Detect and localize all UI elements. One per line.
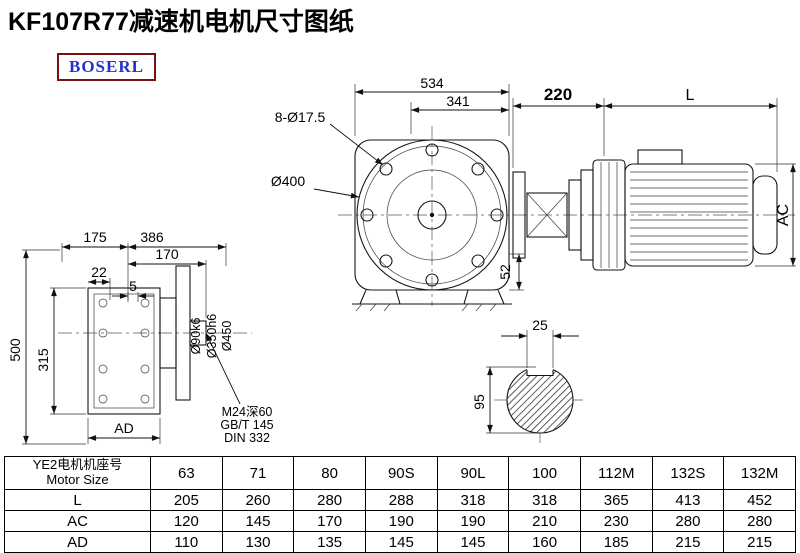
dim-175: 175 bbox=[83, 229, 107, 245]
size-col-header: 112M bbox=[579, 456, 653, 490]
brand-logo: BOSERL bbox=[57, 53, 156, 81]
table-row-L: L 205 260 280 288 318 318 365 413 452 bbox=[4, 489, 796, 511]
dim-value: 120 bbox=[150, 510, 223, 532]
dim-value: 130 bbox=[221, 531, 295, 553]
dim-386: 386 bbox=[140, 229, 164, 245]
dim-value: 110 bbox=[150, 531, 223, 553]
dim-value: 145 bbox=[221, 510, 295, 532]
table-row-AD: AD 110 130 135 145 145 160 185 215 215 bbox=[4, 531, 796, 553]
gearbox-body bbox=[87, 287, 161, 415]
dim-value: 215 bbox=[723, 531, 796, 553]
page-title: KF107R77减速机电机尺寸图纸 bbox=[8, 8, 354, 36]
dim-value: 318 bbox=[508, 489, 581, 511]
dim-value: 160 bbox=[508, 531, 581, 553]
table-row-AC: AC 120 145 170 190 190 210 230 280 280 bbox=[4, 510, 796, 532]
dim-5: 5 bbox=[129, 278, 137, 294]
flange-circle bbox=[356, 139, 508, 291]
dim-row-label: L bbox=[4, 489, 151, 511]
size-col-header: 80 bbox=[293, 456, 366, 490]
dim-value: 230 bbox=[579, 510, 653, 532]
dim-key-width: 25 bbox=[532, 317, 548, 333]
dim-flange-od: Ø450 bbox=[220, 321, 234, 352]
dim-motor-height: AC bbox=[775, 204, 792, 226]
dim-value: 185 bbox=[579, 531, 653, 553]
dim-value: 145 bbox=[364, 531, 438, 553]
standard-din: DIN 332 bbox=[224, 431, 270, 445]
dim-row-label: AC bbox=[4, 510, 151, 532]
dim-value: 135 bbox=[293, 531, 366, 553]
size-col-header: 90L bbox=[436, 456, 510, 490]
keyway bbox=[526, 370, 554, 377]
size-col-header: 63 bbox=[150, 456, 223, 490]
side-dimensions: 175 386 170 22 5 500 315 AD Ø90k6 bbox=[7, 229, 274, 445]
dim-170: 170 bbox=[155, 246, 179, 262]
dim-value: 190 bbox=[436, 510, 510, 532]
dim-front-inner: 341 bbox=[446, 93, 470, 109]
dim-shaft-dia: Ø90k6 bbox=[189, 318, 203, 355]
dim-front-total: 534 bbox=[420, 75, 444, 91]
dim-value: 145 bbox=[436, 531, 510, 553]
dim-value: 280 bbox=[651, 510, 725, 532]
size-col-header: 71 bbox=[221, 456, 295, 490]
motor-dimensions: 220 L AC bbox=[512, 85, 796, 267]
dim-value: 365 bbox=[579, 489, 653, 511]
size-col-header: 100 bbox=[508, 456, 581, 490]
dim-ad: AD bbox=[114, 420, 133, 436]
motor-view bbox=[512, 149, 778, 271]
dim-value: 170 bbox=[293, 510, 366, 532]
motor-size-header-en: Motor Size bbox=[46, 472, 109, 487]
size-col-header: 90S bbox=[364, 456, 438, 490]
dim-value: 190 bbox=[364, 510, 438, 532]
standard-gb: GB/T 145 bbox=[220, 418, 273, 432]
fan-cover bbox=[752, 175, 778, 255]
dim-value: 280 bbox=[293, 489, 366, 511]
dim-22: 22 bbox=[91, 264, 107, 280]
dim-adapter-length: 220 bbox=[544, 85, 572, 104]
dim-section-height: 95 bbox=[471, 394, 487, 410]
shaft-section-circle bbox=[506, 366, 574, 434]
dim-value: 260 bbox=[221, 489, 295, 511]
size-col-header: 132M bbox=[723, 456, 796, 490]
dim-row-label: AD bbox=[4, 531, 151, 553]
dim-value: 452 bbox=[723, 489, 796, 511]
coupling-box bbox=[526, 192, 568, 238]
dim-value: 280 bbox=[723, 510, 796, 532]
tap-hole-note: M24深60 bbox=[222, 405, 273, 419]
dim-value: 215 bbox=[651, 531, 725, 553]
center-lines bbox=[58, 126, 795, 446]
dim-bolt-holes: 8-Ø17.5 bbox=[275, 109, 326, 125]
motor-size-table: YE2电机机座号 Motor Size 63 71 80 90S 90L 100… bbox=[4, 456, 796, 553]
dim-value: 205 bbox=[150, 489, 223, 511]
dim-foot: 52 bbox=[497, 264, 513, 280]
motor-size-header-cn: YE2电机机座号 bbox=[32, 457, 123, 473]
motor-size-header-cell: YE2电机机座号 Motor Size bbox=[4, 456, 151, 490]
dim-flange-dia: Ø400 bbox=[271, 173, 305, 189]
terminal-box bbox=[637, 149, 683, 165]
dim-motor-length: L bbox=[686, 87, 695, 104]
front-view bbox=[352, 139, 512, 312]
front-dimensions: 534 341 8-Ø17.5 Ø400 52 bbox=[271, 75, 524, 291]
table-header-row: YE2电机机座号 Motor Size 63 71 80 90S 90L 100… bbox=[4, 456, 796, 490]
dim-315: 315 bbox=[35, 348, 51, 372]
dim-value: 318 bbox=[436, 489, 510, 511]
dim-value: 413 bbox=[651, 489, 725, 511]
shaft-section-view: 25 95 bbox=[471, 317, 579, 434]
dim-value: 210 bbox=[508, 510, 581, 532]
dim-value: 288 bbox=[364, 489, 438, 511]
dim-500: 500 bbox=[7, 338, 23, 362]
size-col-header: 132S bbox=[651, 456, 725, 490]
